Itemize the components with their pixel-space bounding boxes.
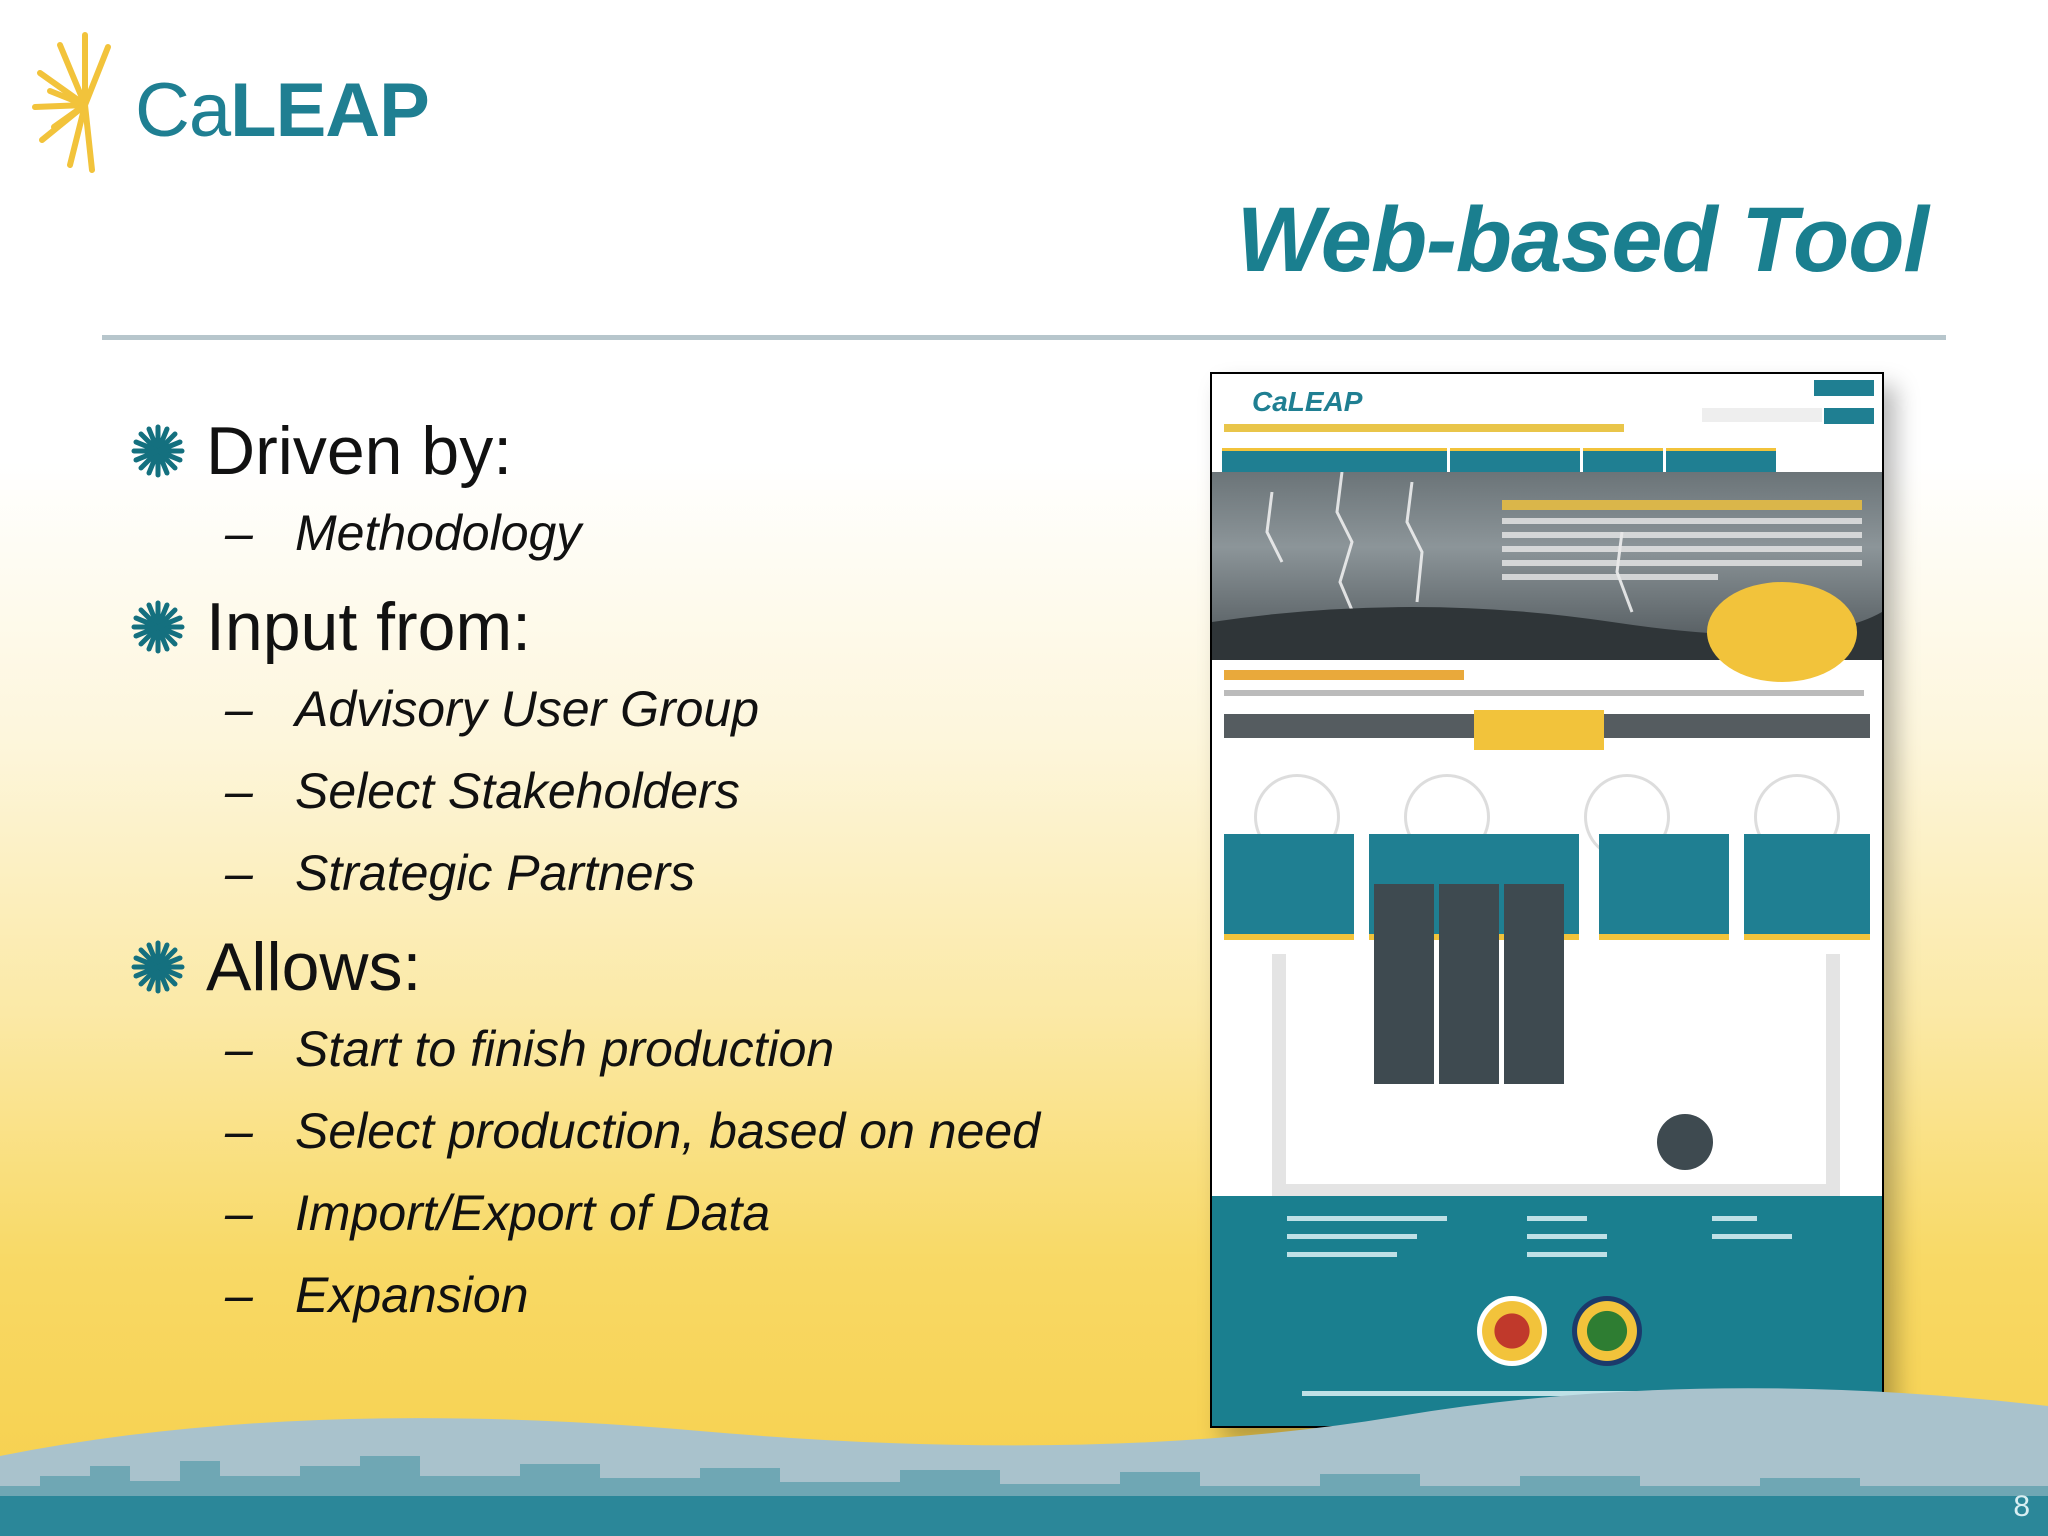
mock-login-button [1814, 380, 1874, 396]
mock-footer-line [1527, 1216, 1587, 1221]
mock-nav-tab [1583, 448, 1663, 475]
dash: – [225, 845, 253, 901]
item-text: Expansion [295, 1267, 529, 1323]
mock-footer-line [1527, 1252, 1607, 1257]
bullet-heading: Allows: [130, 926, 1130, 1008]
state-seal-icon [1477, 1296, 1547, 1366]
bullet-heading: Input from: [130, 586, 1130, 668]
mock-tagline [1224, 424, 1624, 432]
mock-step-4 [1744, 834, 1870, 940]
mock-badge [1707, 582, 1857, 682]
skyline-graphic [0, 1388, 2048, 1536]
bullet-item: –Expansion [130, 1254, 1130, 1336]
slide-title: Web-based Tool [1236, 189, 1929, 291]
mock-logo: CaLEAP [1252, 386, 1363, 417]
mock-nav-tab [1222, 448, 1447, 475]
mock-footer-line [1712, 1216, 1757, 1221]
mock-steps [1224, 774, 1870, 1194]
heading-driven-by: Driven by: [206, 413, 513, 489]
mock-search-button [1824, 408, 1874, 424]
mock-footer-sponsor [1302, 1391, 1792, 1396]
bullet-item: –Strategic Partners [130, 832, 1130, 914]
web-app-screenshot: CaLEAP [1210, 372, 1884, 1428]
dash: – [225, 1267, 253, 1323]
heading-allows: Allows: [206, 929, 422, 1005]
caleap-logo: CaLEAP [30, 25, 430, 175]
mock-steps-tab [1474, 710, 1604, 750]
mock-step-1 [1224, 834, 1354, 940]
mock-nav [1222, 448, 1776, 475]
bullet-item: –Select production, based on need [130, 1090, 1130, 1172]
mock-section-title [1224, 670, 1464, 680]
heading-input-from: Input from: [206, 589, 532, 665]
title-divider [102, 335, 1946, 340]
mock-section-text [1224, 690, 1864, 696]
mock-step-2-col [1439, 884, 1499, 1084]
bullet-item: –Methodology [130, 492, 1130, 574]
item-text: Import/Export of Data [295, 1185, 771, 1241]
mock-footer-line [1287, 1216, 1447, 1221]
dash: – [225, 763, 253, 819]
item-text: Start to finish production [295, 1021, 835, 1077]
mock-header: CaLEAP [1212, 374, 1882, 444]
mock-footer-line [1712, 1234, 1792, 1239]
mock-nav-tab [1450, 448, 1580, 475]
logo-ca: Ca [135, 68, 231, 153]
dash: – [225, 1021, 253, 1077]
bullet-list: Driven by: –Methodology Input from: –Adv… [130, 398, 1130, 1336]
mock-nav-tab [1666, 448, 1776, 475]
mock-search-box [1702, 408, 1822, 422]
star-bullet-icon [131, 424, 185, 478]
mock-cycle-arrow [1272, 954, 1840, 1198]
mock-get-started-button [1657, 1114, 1713, 1170]
sunburst-icon [32, 32, 111, 173]
bullet-item: –Start to finish production [130, 1008, 1130, 1090]
item-text: Strategic Partners [295, 845, 696, 901]
mock-footer-line [1287, 1252, 1397, 1257]
mock-step-2-col [1504, 884, 1564, 1084]
mock-footer-line [1527, 1234, 1607, 1239]
dash: – [225, 505, 253, 561]
bullet-item: –Import/Export of Data [130, 1172, 1130, 1254]
star-bullet-icon [131, 940, 185, 994]
mock-footer [1212, 1196, 1882, 1426]
star-bullet-icon [131, 600, 185, 654]
logo-leap: LEAP [230, 68, 430, 153]
mock-hero-image [1212, 472, 1882, 682]
dash: – [225, 1185, 253, 1241]
item-text: Select production, based on need [295, 1103, 1040, 1159]
page-number: 8 [2013, 1490, 2030, 1523]
logo-wordmark: CaLEAP [135, 73, 430, 149]
item-text: Select Stakeholders [295, 763, 740, 819]
doe-seal-icon [1572, 1296, 1642, 1366]
dash: – [225, 1103, 253, 1159]
mock-hero-text [1502, 492, 1862, 588]
mock-footer-line [1287, 1234, 1417, 1239]
mock-step-3 [1599, 834, 1729, 940]
item-text: Advisory User Group [295, 681, 760, 737]
bullet-item: –Select Stakeholders [130, 750, 1130, 832]
bullet-item: –Advisory User Group [130, 668, 1130, 750]
item-text: Methodology [295, 505, 582, 561]
dash: – [225, 681, 253, 737]
mock-step-2-col [1374, 884, 1434, 1084]
bullet-heading: Driven by: [130, 410, 1130, 492]
